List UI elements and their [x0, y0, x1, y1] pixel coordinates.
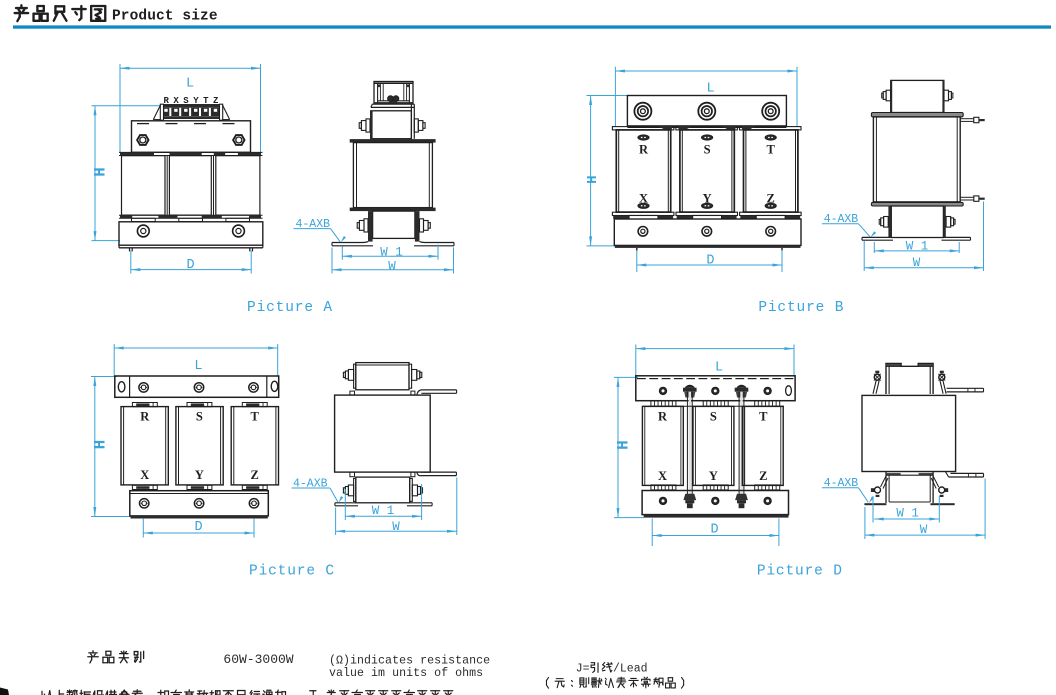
svg-text:Picture D: Picture D: [757, 563, 843, 579]
svg-text:Y: Y: [195, 468, 204, 482]
svg-text:J=: J=: [576, 662, 590, 675]
svg-text:Z: Z: [759, 469, 767, 483]
svg-text:W 1: W 1: [906, 239, 929, 253]
svg-text:/Lead: /Lead: [613, 662, 648, 675]
svg-text:D: D: [194, 520, 202, 535]
svg-text:Picture C: Picture C: [249, 563, 335, 579]
svg-text:(Ω)indicates resistance: (Ω)indicates resistance: [329, 654, 490, 667]
svg-text:4-AXB: 4-AXB: [296, 218, 331, 231]
svg-text:S: S: [710, 410, 717, 424]
svg-text:Picture B: Picture B: [758, 300, 844, 316]
svg-text:L: L: [186, 77, 194, 92]
svg-text:H: H: [92, 167, 110, 176]
svg-text:D: D: [706, 253, 714, 268]
svg-text:Y: Y: [703, 191, 712, 205]
svg-text:T: T: [767, 143, 776, 157]
svg-text:L: L: [194, 359, 202, 374]
svg-text:R: R: [140, 409, 150, 423]
svg-text:D: D: [710, 523, 718, 538]
svg-text:Z: Z: [251, 468, 259, 482]
svg-text:W 1: W 1: [896, 507, 919, 521]
svg-text:Z: Z: [213, 96, 218, 106]
svg-text:T: T: [203, 96, 209, 106]
svg-text:H: H: [92, 440, 110, 450]
svg-text:X: X: [639, 191, 648, 205]
svg-text:W: W: [392, 520, 400, 534]
svg-text:D: D: [187, 258, 195, 273]
svg-text:S: S: [183, 96, 189, 106]
svg-text:Product size: Product size: [112, 9, 218, 25]
svg-text:H: H: [615, 440, 633, 450]
svg-text:X: X: [140, 468, 149, 482]
svg-text:T: T: [251, 409, 260, 423]
svg-text:Picture A: Picture A: [247, 300, 333, 316]
svg-text:W 1: W 1: [380, 246, 403, 260]
svg-text:W: W: [388, 259, 396, 273]
svg-text:4-AXB: 4-AXB: [824, 477, 859, 490]
svg-text:L: L: [715, 360, 723, 375]
svg-text:W 1: W 1: [372, 504, 395, 518]
svg-text:R: R: [639, 143, 649, 157]
svg-text:L: L: [706, 81, 714, 96]
svg-text:W: W: [920, 523, 928, 537]
svg-text:S: S: [704, 143, 711, 157]
svg-text:R: R: [163, 96, 169, 106]
svg-text:T: T: [759, 410, 768, 424]
svg-text:Z: Z: [767, 191, 775, 205]
svg-text:H: H: [585, 175, 601, 183]
svg-text:W: W: [913, 256, 921, 270]
svg-text:4-AXB: 4-AXB: [824, 213, 859, 226]
svg-text:4-AXB: 4-AXB: [293, 477, 328, 490]
svg-text:R: R: [658, 410, 668, 424]
svg-text:X: X: [658, 469, 667, 483]
svg-text:Y: Y: [193, 96, 199, 106]
svg-text:S: S: [196, 409, 203, 423]
svg-text:60W-3000W: 60W-3000W: [223, 652, 293, 667]
svg-text:value im units of ohms: value im units of ohms: [329, 667, 483, 680]
svg-text:X: X: [173, 96, 179, 106]
svg-text:Y: Y: [709, 469, 718, 483]
